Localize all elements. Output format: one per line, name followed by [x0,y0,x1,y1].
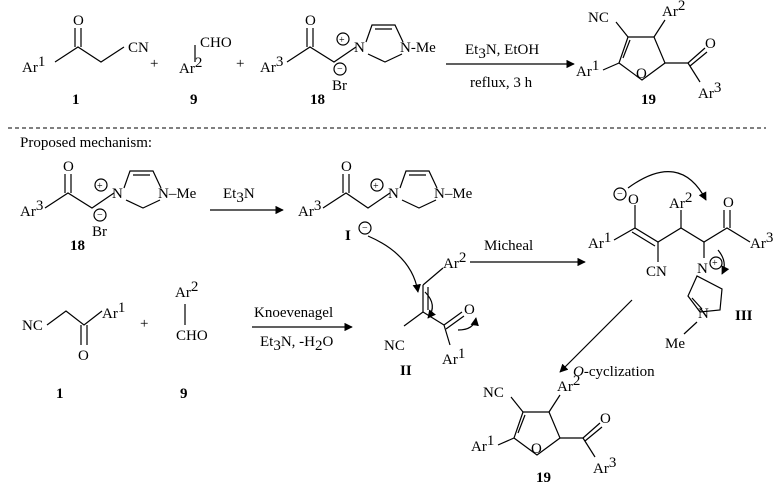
plus-sign: + [150,56,158,72]
svg-text:Ar1: Ar1 [576,58,599,80]
svg-text:18: 18 [70,238,85,254]
deprotonation-reagent: Et3N [223,186,255,206]
plus-sign: + [140,316,148,332]
svg-text:Ar2: Ar2 [662,0,685,20]
svg-text:−: − [337,64,343,75]
svg-text:N–Me: N–Me [158,186,197,202]
conditions-top: Et3N, EtOH [465,42,539,62]
final-product-19: O NC Ar2 Ar1 O Ar3 19 [471,373,616,486]
svg-text:O: O [600,411,611,427]
svg-text:Ar3: Ar3 [750,230,773,252]
n-methyl-label: N-Me [400,40,436,56]
aryl-2-label: Ar2 [179,55,202,77]
svg-text:Ar3: Ar3 [20,198,43,220]
plus-sign: + [236,56,244,72]
intermediate-III-label: III [735,308,753,324]
svg-text:N: N [697,261,708,277]
michael-arrow: Micheal [470,238,586,267]
svg-text:NC: NC [22,318,43,334]
compound-18: O Ar3 N N-Me + − Br 18 [260,13,436,108]
compound-18-label: 18 [310,92,325,108]
knoevenagel-intermediate-II: Ar2 NC O Ar1 II [384,250,479,379]
svg-text:+: + [339,35,345,46]
svg-text:O: O [628,192,639,208]
aryl-3-label: Ar3 [260,54,283,76]
svg-text:N–Me: N–Me [434,186,473,202]
adduct-intermediate-III: O − Ar1 Ar2 O Ar3 CN N + N Me III [588,171,773,352]
knoevenagel-step-label: Knoevenagel [254,305,333,321]
svg-text:Ar2: Ar2 [557,373,580,395]
intermediate-II-label: II [400,363,412,379]
product-19: O NC Ar2 Ar1 O Ar3 19 [576,0,721,108]
ylide-intermediate-I: O Ar3 N N–Me + − I [298,159,473,293]
svg-text:CN: CN [646,264,667,280]
svg-text:NC: NC [483,385,504,401]
svg-text:O: O [464,302,475,318]
aldehyde-label: CHO [200,35,232,51]
svg-text:Ar1: Ar1 [588,230,611,252]
svg-text:O: O [63,159,74,175]
svg-text:+: + [373,181,379,192]
aryl-1-label: Ar1 [22,54,45,76]
bromide-label: Br [332,78,347,94]
knoevenagel-arrow: Knoevenagel Et3N, -H2O [252,305,353,354]
svg-text:O: O [305,13,316,29]
svg-text:Ar1: Ar1 [442,346,465,368]
svg-text:Ar2: Ar2 [443,250,466,272]
compound-9-label: 9 [190,92,198,108]
svg-text:N: N [388,186,399,202]
svg-text:N: N [112,186,123,202]
svg-text:O: O [636,66,647,82]
mechanism-compound-18: O Ar3 N N–Me + − Br 18 [20,159,197,254]
svg-text:+: + [712,258,718,269]
deprotonation-arrow: Et3N [210,186,284,215]
svg-text:CHO: CHO [176,328,208,344]
svg-text:1: 1 [56,386,64,402]
svg-text:O: O [531,441,542,457]
compound-1-label: 1 [72,92,80,108]
svg-text:N: N [698,306,709,322]
svg-text:Br: Br [92,224,107,240]
svg-text:Ar2: Ar2 [175,279,198,301]
svg-text:−: − [617,189,623,200]
intermediate-I-label: I [345,228,351,244]
mechanism-compound-1: NC O Ar1 1 [22,300,125,402]
svg-text:−: − [97,210,103,221]
svg-text:Ar3: Ar3 [593,455,616,477]
mechanism-compound-9: Ar2 CHO 9 [175,279,208,402]
svg-text:Ar1: Ar1 [102,300,125,322]
cyano-group-label: CN [128,40,149,56]
michael-step-label: Micheal [484,238,533,254]
svg-text:−: − [362,223,368,234]
final-product-label: 19 [536,470,551,486]
svg-text:O: O [705,36,716,52]
svg-text:+: + [97,181,103,192]
svg-text:NC: NC [384,338,405,354]
compound-9: CHO Ar2 9 [179,35,232,108]
knoevenagel-reagents: Et3N, -H2O [260,334,334,354]
svg-text:O: O [73,13,84,29]
svg-text:Ar3: Ar3 [298,198,321,220]
svg-text:9: 9 [180,386,188,402]
svg-text:Ar1: Ar1 [471,433,494,455]
svg-text:O: O [78,348,89,364]
conditions-bottom: reflux, 3 h [470,75,533,91]
svg-text:O: O [723,195,734,211]
reaction-arrow: Et3N, EtOH reflux, 3 h [446,42,575,91]
nitrile-label: NC [588,10,609,26]
cyclization-arrow: O-cyclization [559,299,655,380]
svg-text:O: O [341,159,352,175]
svg-text:Ar2: Ar2 [669,190,692,212]
mechanism-title: Proposed mechanism: [20,135,152,151]
svg-text:Ar3: Ar3 [698,80,721,102]
compound-1: O CN Ar1 1 [22,13,149,108]
cyclization-step-label: O-cyclization [573,364,655,380]
product-19-label: 19 [641,92,656,108]
svg-text:N: N [354,40,365,56]
svg-text:Me: Me [665,336,685,352]
